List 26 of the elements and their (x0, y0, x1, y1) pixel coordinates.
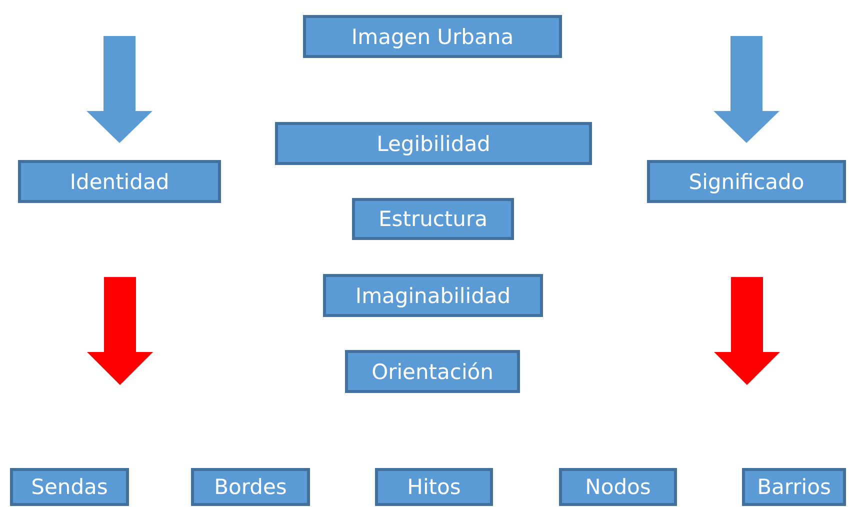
label-box (10, 468, 129, 506)
label-box (345, 350, 520, 393)
block-arrow (714, 36, 780, 143)
box-label: Imagen Urbana (351, 24, 514, 48)
box-label: Sendas (31, 475, 108, 499)
label-box (303, 15, 562, 58)
box-label: Nodos (585, 475, 651, 499)
box-label: Barrios (757, 475, 831, 499)
label-box (352, 198, 514, 240)
box-label: Identidad (70, 170, 170, 194)
label-box (191, 468, 310, 506)
box-label: Hitos (407, 475, 461, 499)
block-arrow (86, 36, 152, 143)
label-box (18, 160, 221, 203)
box-label: Orientación (372, 360, 494, 384)
label-box (275, 122, 592, 165)
box-label: Imaginabilidad (355, 284, 511, 308)
label-box (742, 468, 846, 506)
box-label: Estructura (378, 207, 488, 231)
box-label: Significado (688, 170, 804, 194)
label-box (375, 468, 493, 506)
label-box (323, 274, 543, 317)
label-box (559, 468, 677, 506)
box-label: Legibilidad (376, 132, 490, 156)
label-box (647, 160, 846, 203)
box-label: Bordes (214, 475, 287, 499)
